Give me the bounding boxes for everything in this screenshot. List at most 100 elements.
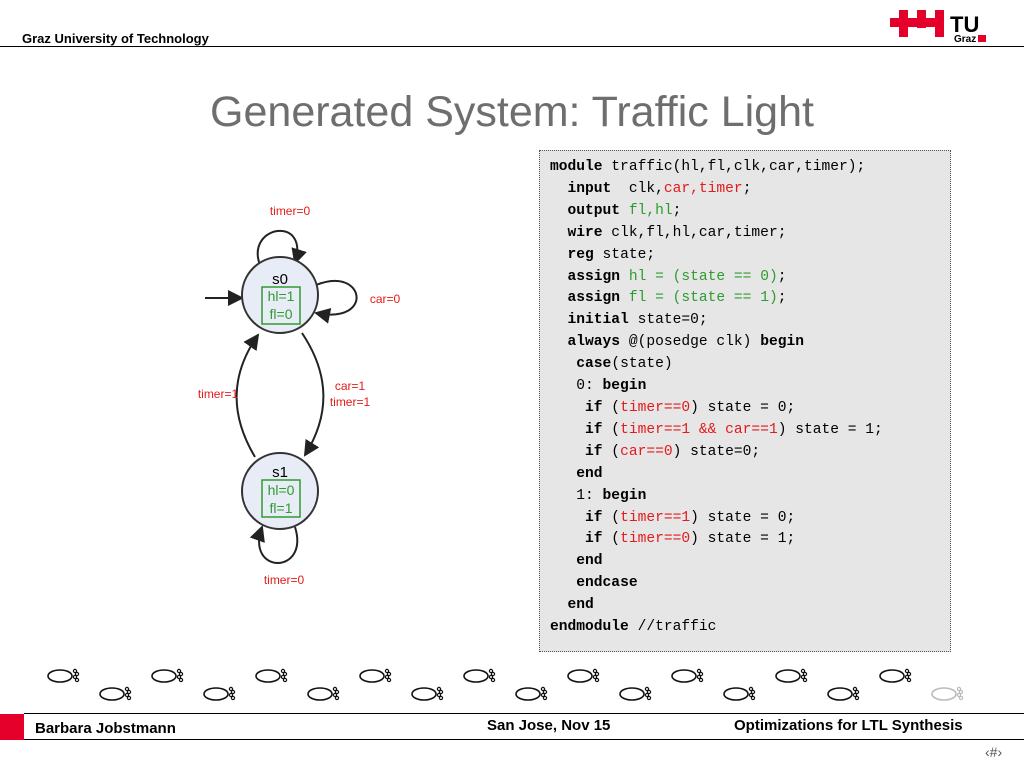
code-token: state=0; [628,312,708,329]
s1-self-loop-bottom [249,525,299,564]
code-token: assign [567,268,621,285]
code-line: end [550,464,950,486]
code-token: end [576,553,603,570]
code-token [550,334,568,350]
code-line: initial state=0; [550,310,950,332]
footer-line-bottom [24,739,1024,740]
code-token [620,290,629,306]
code-line: if (timer==1) state = 0; [550,508,950,530]
code-token: if [585,531,603,548]
code-line: if (timer==0) state = 0; [550,398,950,420]
code-line: assign hl = (state == 0); [550,267,950,289]
code-line: input clk,car,timer; [550,179,950,201]
code-token: 1: [550,487,603,504]
code-token [550,575,576,591]
footprint-icon [619,686,652,701]
code-line: endcase [550,573,950,595]
code-token: ) state = 0; [690,399,796,416]
code-token [550,269,568,285]
code-token: case [576,356,612,373]
label-car0: car=0 [370,292,401,306]
footprint-icon [879,668,912,683]
university-name: Graz University of Technology [22,31,209,46]
state-s1-name: s1 [272,464,288,481]
footprint-icon [255,668,288,683]
code-token: timer==1 [620,509,691,526]
footprint-icon [307,686,340,701]
code-token: wire [567,224,603,241]
code-line: reg state; [550,245,950,267]
footprint-icon [463,668,496,683]
code-token [550,531,585,547]
code-line: case(state) [550,354,950,376]
footprint-icon [827,686,860,701]
label-timer0-bottom: timer=0 [264,573,305,587]
state-s1 [241,452,319,530]
edge-s1-to-s0 [235,333,260,458]
code-token: fl = (state == 1) [628,290,778,307]
code-token: if [585,399,603,416]
code-token: ; [742,180,752,197]
code-token [550,247,568,263]
code-token: end [576,465,603,482]
code-token: clk, [611,180,664,197]
footer-place-date: San Jose, Nov 15 [487,717,611,734]
code-token [550,444,585,460]
s0-output-hl: hl=1 [268,288,295,304]
footer-line-top [24,713,1024,714]
code-token [620,269,629,285]
code-token: output [567,202,621,219]
code-token: assign [567,290,621,307]
svg-text:TU: TU [950,12,979,37]
code-token [550,225,568,241]
footprint-icon [775,668,808,683]
code-token: ( [602,421,621,438]
code-token [550,356,576,372]
s1-output-fl: fl=1 [270,500,293,516]
footprint-icon [99,686,132,701]
footprint-icon [931,686,964,701]
verilog-code-box: module traffic(hl,fl,clk,car,timer); inp… [539,150,951,652]
code-token: ( [602,443,621,460]
code-token [550,181,568,197]
tu-graz-logo: TU Graz [890,10,986,45]
state-s0-name: s0 [272,271,288,288]
code-line: endmodule //traffic [550,617,950,639]
code-line: assign fl = (state == 1); [550,288,950,310]
code-token: begin [760,334,804,351]
code-token: ; [777,290,787,307]
footprint-icon [203,686,236,701]
code-line: if (car==0) state=0; [550,442,950,464]
code-token: ) state = 1; [777,421,883,438]
code-line: if (timer==1 && car==1) state = 1; [550,420,950,442]
state-s1-output-box [261,479,301,518]
slide-title: Generated System: Traffic Light [210,88,814,136]
footprint-icon [671,668,704,683]
s0-self-loop-top [256,229,307,266]
code-token: endcase [576,575,638,592]
code-token: ) state = 1; [690,531,796,548]
code-line: wire clk,fl,hl,car,timer; [550,223,950,245]
code-token: ) state=0; [672,443,761,460]
code-token [550,597,568,613]
code-token: end [567,597,594,614]
code-line: 1: begin [550,486,950,508]
state-machine-diagram: timer=0 car=0 timer=1 car=1 timer=1 time… [198,204,401,587]
code-token: ( [602,399,621,416]
code-token: car==0 [620,443,673,460]
code-token: timer==1 && car==1 [620,421,778,438]
state-s0-output-box [261,286,301,325]
label-timer0-top: timer=0 [270,204,311,218]
code-token [550,466,576,482]
footprint-icon [515,686,548,701]
code-token: clk,fl,hl,car,timer; [602,224,787,241]
code-token [550,203,568,219]
code-token [620,203,629,219]
code-line: module traffic(hl,fl,clk,car,timer); [550,157,950,179]
code-token: 0: [550,378,603,395]
code-token: @(posedge clk) [620,334,761,351]
code-token: begin [602,487,647,504]
code-token: fl,hl [628,202,673,219]
label-timer1-left: timer=1 [198,387,239,401]
footprint-icon [47,668,80,683]
